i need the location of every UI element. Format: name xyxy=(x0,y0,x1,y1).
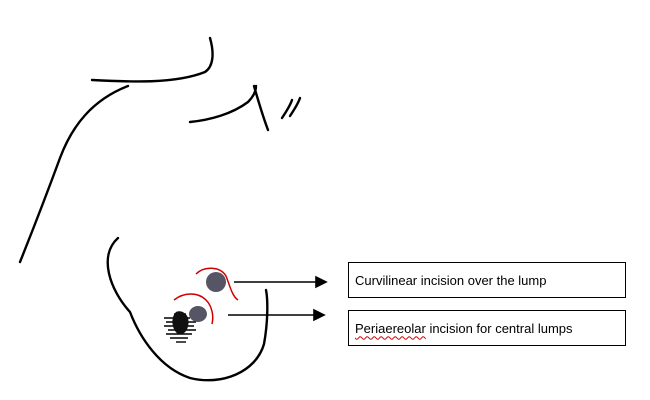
armpit-stroke-1 xyxy=(280,98,294,120)
central-lump-marker xyxy=(189,306,207,322)
curvilinear-label-text: Curvilinear incision over the lump xyxy=(355,272,547,288)
breast-outline xyxy=(106,236,269,382)
torso-left-outline xyxy=(18,84,130,264)
arrow-1-head xyxy=(315,275,328,289)
arrow-2-head xyxy=(313,308,326,322)
periareolar-incision-label: Periaereolar incision for central lumps xyxy=(348,310,626,346)
curvilinear-incision xyxy=(195,267,239,301)
clavicle-line xyxy=(188,84,258,124)
periareolar-incision xyxy=(173,293,214,325)
periareolar-word: Periaereolar xyxy=(355,320,426,336)
arm-line xyxy=(252,84,270,132)
armpit-stroke-2 xyxy=(288,96,302,118)
periareolar-label-rest: incision for central lumps xyxy=(425,320,573,336)
shoulder-outline xyxy=(90,36,214,83)
areola-center xyxy=(172,311,189,335)
lump-marker xyxy=(206,272,226,292)
curvilinear-incision-label: Curvilinear incision over the lump xyxy=(348,262,626,298)
